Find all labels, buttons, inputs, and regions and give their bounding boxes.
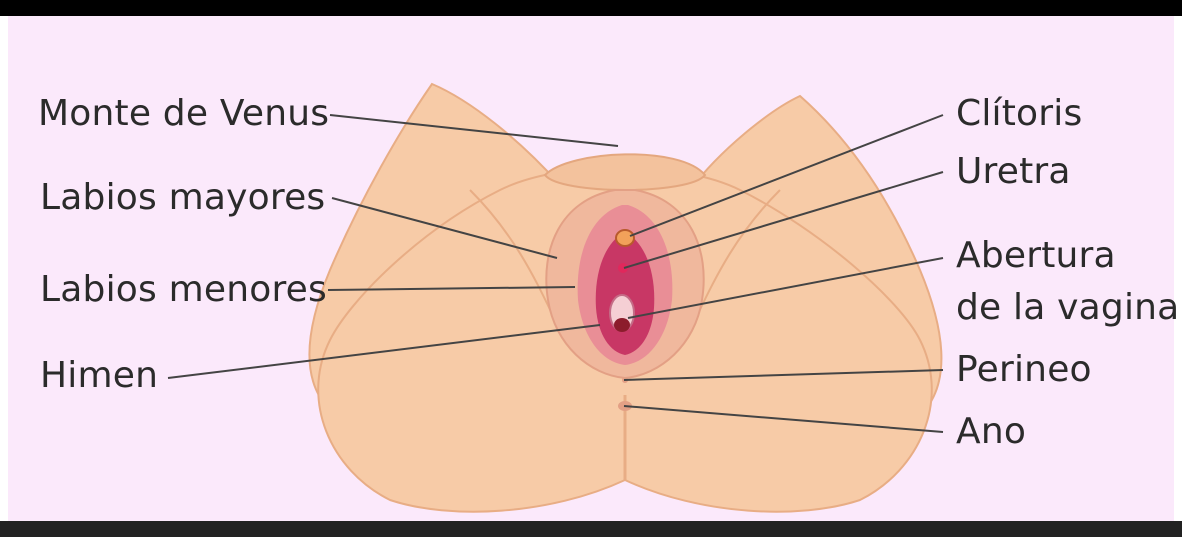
vaginal-opening-shape (614, 318, 630, 332)
label-himen: Himen (40, 354, 158, 398)
label-perineo: Perineo (956, 348, 1092, 392)
clitoris-shape (616, 230, 634, 246)
mons-pubis (545, 154, 705, 190)
label-ano: Ano (956, 410, 1026, 454)
label-clitoris: Clítoris (956, 92, 1082, 136)
label-abertura-line1: Abertura (956, 234, 1116, 278)
label-labios-menores: Labios menores (40, 268, 327, 312)
label-abertura-line2: de la vagina (956, 286, 1179, 330)
label-labios-mayores: Labios mayores (40, 176, 325, 220)
label-monte-de-venus: Monte de Venus (38, 92, 329, 136)
bottom-border (0, 521, 1182, 537)
label-uretra: Uretra (956, 150, 1071, 194)
